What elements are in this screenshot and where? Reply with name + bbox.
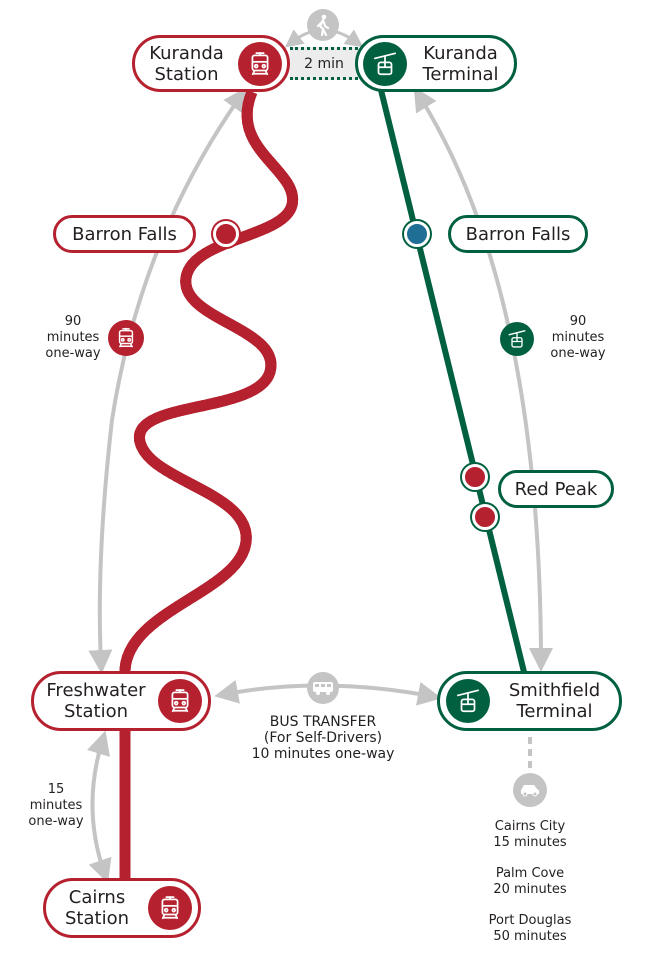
kuranda-terminal[interactable]: Kuranda Terminal (355, 35, 517, 92)
drive-time: 15 minutes (493, 835, 567, 850)
freshwater-station-label: Freshwater Station (46, 680, 146, 722)
rail-journey-time: 90 minutes one-way (38, 314, 108, 362)
bus-subtitle: (For Self-Drivers) (263, 730, 383, 746)
drive-time: 20 minutes (493, 882, 567, 897)
kuranda-station-label: Kuranda Station (149, 42, 224, 85)
gondola-icon (500, 322, 534, 356)
walk-time: 2 min (290, 47, 358, 80)
drive-place: Palm Cove (495, 866, 565, 881)
barron-falls-rail-stop[interactable]: Barron Falls (53, 215, 196, 253)
red-peak-stop[interactable]: Red Peak (498, 470, 614, 508)
freshwater-station[interactable]: Freshwater Station (31, 671, 211, 731)
time-direction: one-way (45, 346, 101, 361)
railway-track (125, 92, 293, 880)
smithfield-terminal[interactable]: Smithfield Terminal (437, 671, 622, 731)
cairns-journey-arrow (87, 730, 112, 884)
car-icon (513, 773, 547, 807)
bus-time: 10 minutes one-way (251, 746, 395, 762)
kuranda-station[interactable]: Kuranda Station (132, 35, 290, 92)
train-icon (148, 886, 192, 930)
time-value: 90 (64, 314, 82, 329)
cableway-line (378, 89, 527, 673)
drive-place: Cairns City (494, 819, 566, 834)
drive-time: 50 minutes (493, 929, 567, 944)
rail-journey-arrow (88, 87, 247, 674)
kuranda-terminal-label: Kuranda Terminal (422, 42, 499, 85)
train-icon (158, 679, 202, 723)
barron-falls-cable-dot (404, 221, 430, 247)
barron-falls-cable-stop[interactable]: Barron Falls (448, 215, 588, 253)
red-peak-dot (472, 504, 498, 530)
time-unit: minutes (29, 798, 83, 813)
gondola-icon (446, 679, 490, 723)
cairns-station-label: Cairns Station (65, 887, 129, 929)
bus-transfer-info: BUS TRANSFER (For Self-Drivers) 10 minut… (223, 714, 423, 762)
train-icon (238, 41, 282, 86)
cable-journey-time: 90 minutes one-way (538, 314, 618, 362)
red-peak-dot (462, 464, 488, 490)
bus-title: BUS TRANSFER (269, 714, 377, 730)
train-icon (108, 320, 144, 356)
drive-place: Port Douglas (488, 913, 572, 928)
smithfield-terminal-label: Smithfield Terminal (508, 680, 601, 722)
time-direction: one-way (28, 814, 84, 829)
time-unit: minutes (46, 330, 100, 345)
time-direction: one-way (550, 346, 606, 361)
gondola-icon (363, 41, 407, 86)
cairns-journey-time: 15 minutes one-way (20, 782, 92, 830)
time-value: 15 (47, 782, 65, 797)
time-unit: minutes (551, 330, 605, 345)
time-value: 90 (569, 314, 587, 329)
cable-journey-arrow (413, 86, 553, 672)
cairns-station[interactable]: Cairns Station (43, 878, 201, 938)
barron-falls-rail-dot (213, 221, 239, 247)
bus-icon (307, 672, 339, 704)
walk-icon (307, 9, 339, 41)
